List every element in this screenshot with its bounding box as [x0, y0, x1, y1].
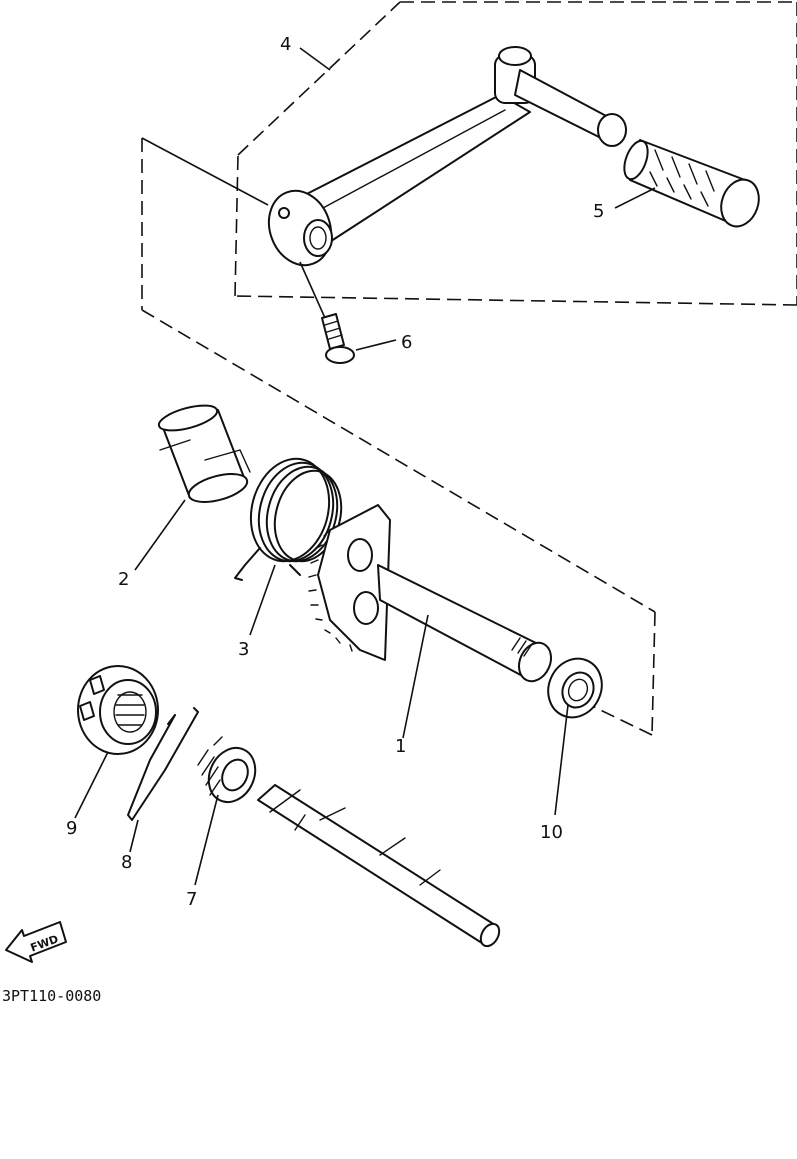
leader-8	[129, 819, 139, 853]
spiral-drive-gear	[197, 736, 257, 804]
kick-axle-shaft	[257, 784, 501, 948]
leader-5	[614, 187, 656, 209]
phantom-line-top	[141, 137, 269, 206]
oil-seal	[547, 657, 603, 719]
callout-10: 10	[540, 822, 563, 843]
drawing-code: 3PT110-0080	[2, 987, 102, 1005]
callout-7: 7	[186, 889, 197, 910]
fwd-arrow-icon: FWD	[5, 921, 67, 963]
kick-ratchet	[77, 665, 159, 755]
callout-5: 5	[593, 201, 604, 222]
leader-10	[554, 704, 569, 816]
callout-3: 3	[238, 639, 249, 660]
callout-2: 2	[118, 569, 129, 590]
leader-6	[355, 339, 397, 351]
callout-1: 1	[395, 736, 406, 757]
leader-1	[402, 614, 429, 739]
leader-2	[134, 499, 186, 571]
leader-4	[299, 47, 331, 71]
callout-8: 8	[121, 852, 132, 873]
leader-7	[194, 794, 219, 886]
kick-lever-grip	[623, 139, 760, 228]
phantom-line-lower	[589, 611, 656, 736]
callout-9: 9	[66, 818, 77, 839]
kick-shaft-collar	[157, 404, 251, 503]
leader-9	[74, 751, 109, 819]
leader-3	[249, 564, 276, 636]
callout-6: 6	[401, 332, 412, 353]
assembly-group-dashed-outline	[234, 1, 797, 306]
phantom-line-upper	[141, 138, 656, 613]
ratchet-clip	[127, 707, 199, 821]
callout-4: 4	[280, 34, 291, 55]
kick-gear-shaft	[308, 504, 553, 683]
pinch-bolt	[299, 261, 355, 364]
kick-lever-arm	[267, 46, 627, 267]
